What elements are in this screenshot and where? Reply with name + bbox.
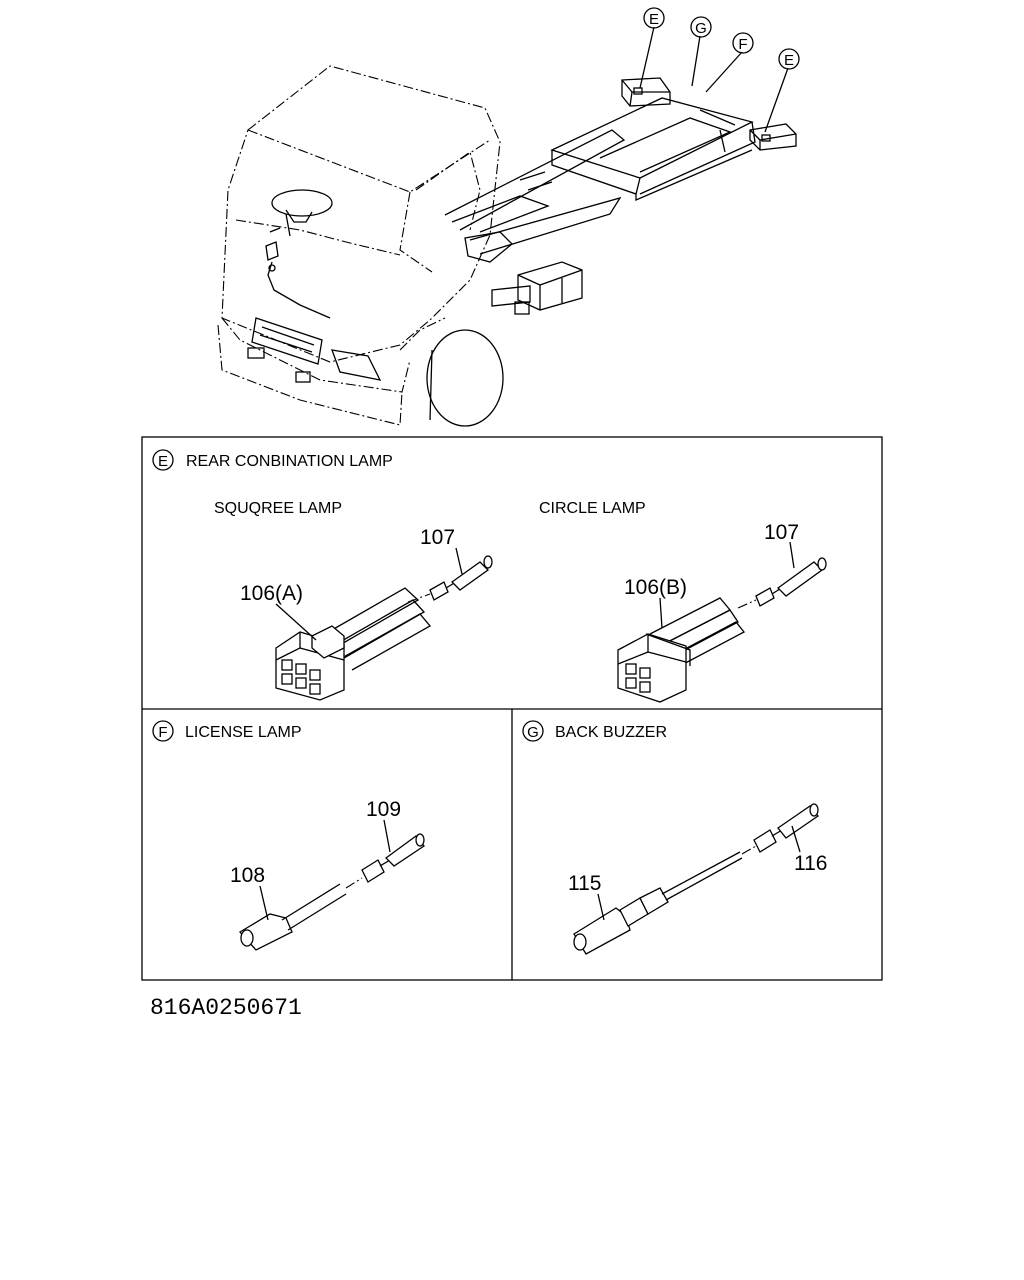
truck-overview-illustration: E G F E (217, 7, 800, 427)
svg-text:E: E (158, 453, 168, 470)
svg-text:F: F (738, 36, 747, 53)
callout-e-right: E (778, 48, 800, 70)
panel-g-badge (522, 720, 544, 742)
panel-f-badge (152, 720, 174, 742)
svg-text:E: E (649, 11, 659, 28)
svg-text:G: G (527, 724, 539, 741)
terminal-107-right (737, 557, 827, 609)
label-106b: 106(B) (624, 576, 687, 599)
rear-lamp-title: REAR CONBINATION LAMP (186, 453, 393, 470)
socket-108 (238, 877, 363, 951)
label-108: 108 (230, 864, 265, 887)
label-107-left: 107 (420, 526, 455, 549)
circle-lamp-caption: CIRCLE LAMP (539, 500, 646, 517)
panel-license-lamp: F LICENSE LAMP 108 109 (152, 720, 425, 951)
svg-text:G: G (695, 20, 707, 37)
connector-106b (617, 597, 745, 703)
callout-g: G (690, 16, 712, 38)
panel-rear-combination-lamp: E REAR CONBINATION LAMP SQUQREE LAMP CIR… (152, 449, 827, 703)
svg-text:E: E (784, 52, 794, 69)
terminal-109 (361, 833, 425, 883)
back-buzzer-title: BACK BUZZER (555, 724, 667, 741)
callout-e-left: E (643, 7, 665, 29)
terminal-116 (753, 803, 819, 853)
square-lamp-caption: SQUQREE LAMP (214, 500, 342, 517)
label-107-right: 107 (764, 521, 799, 544)
label-116: 116 (794, 852, 827, 875)
terminal-107-left (407, 555, 493, 603)
panel-e-badge (152, 449, 174, 471)
label-109: 109 (366, 798, 401, 821)
callout-f: F (732, 32, 754, 54)
svg-text:F: F (158, 724, 167, 741)
license-lamp-title: LICENSE LAMP (185, 724, 301, 741)
connector-106a (275, 587, 431, 701)
panel-back-buzzer: G BACK BUZZER 115 116 (522, 720, 827, 955)
label-106a: 106(A) (240, 582, 303, 605)
drawing-code: 816A0250671 (150, 995, 302, 1021)
label-115: 115 (568, 872, 601, 895)
plug-115 (573, 845, 757, 955)
detail-panels-frame (141, 436, 883, 981)
